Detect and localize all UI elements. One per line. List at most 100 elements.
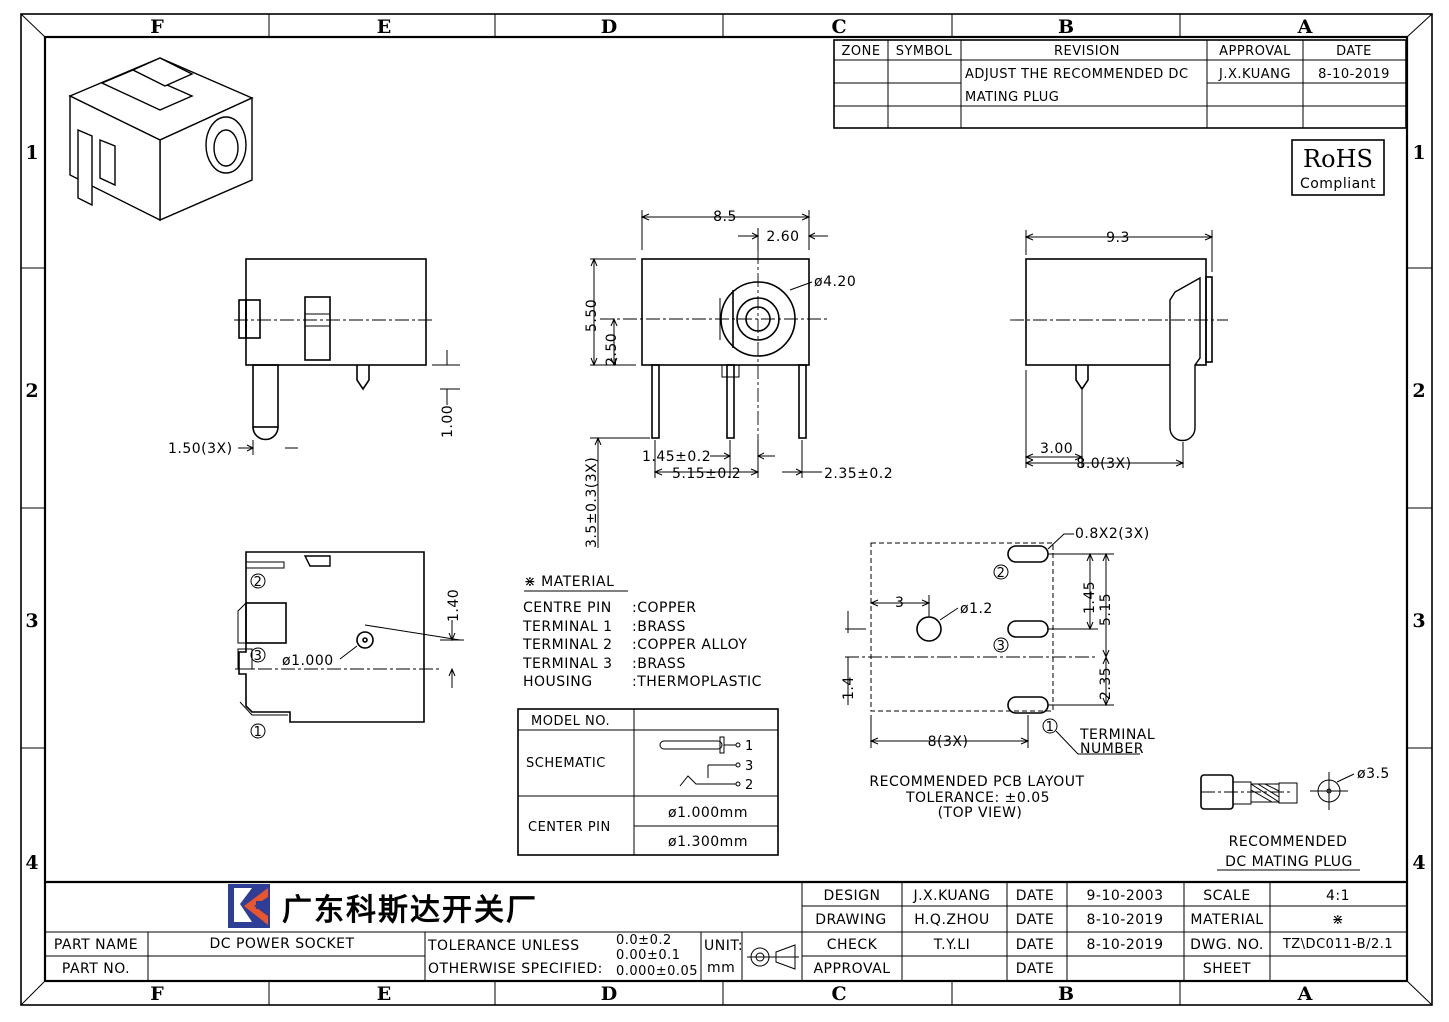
rohs-subtitle: Compliant bbox=[1300, 176, 1376, 192]
pcb-hole-offset: 3 bbox=[895, 595, 904, 611]
material-value-0: :COPPER bbox=[632, 600, 696, 616]
zone-col-d-top: D bbox=[601, 16, 617, 38]
company-logo bbox=[228, 884, 270, 928]
dim-right-pin-offset: 3.00 bbox=[1040, 441, 1073, 457]
center-pin-label: CENTER PIN bbox=[528, 820, 611, 835]
rohs-badge: RoHS Compliant bbox=[1291, 139, 1385, 196]
material-value-2: :COPPER ALLOY bbox=[632, 637, 747, 653]
pcb-terminal-2: 2 bbox=[997, 566, 1006, 581]
check-by: T.Y.LI bbox=[933, 937, 970, 953]
zone-col-c-bottom: C bbox=[831, 983, 846, 1005]
material-value-4: :THERMOPLASTIC bbox=[632, 674, 762, 690]
zone-row-4-right: 4 bbox=[1412, 852, 1425, 874]
dim-front-center-height: 2.50 bbox=[604, 333, 620, 366]
tolerance-value-1: 0.0±0.2 bbox=[616, 933, 672, 948]
schematic-pin-3: 3 bbox=[745, 759, 754, 774]
center-pin-value-1: ø1.000mm bbox=[668, 805, 748, 821]
dim-left-pin-width: 1.50(3X) bbox=[168, 441, 233, 457]
dim-front-width: 8.5 bbox=[713, 209, 737, 225]
part-name-label: PART NAME bbox=[54, 937, 138, 953]
dim-left-pin-tip: 1.00 bbox=[440, 405, 456, 438]
material-part-0: CENTRE PIN bbox=[523, 600, 612, 616]
material-part-2: TERMINAL 2 bbox=[522, 637, 613, 653]
zone-row-2-left: 2 bbox=[25, 380, 38, 402]
rohs-title: RoHS bbox=[1303, 145, 1373, 173]
zone-col-f-top: F bbox=[150, 16, 164, 38]
bottom-terminal-callout-3: 3 bbox=[254, 649, 263, 664]
check-date: 8-10-2019 bbox=[1087, 937, 1164, 953]
rev-header-date: DATE bbox=[1336, 44, 1372, 59]
part-no-label: PART NO. bbox=[62, 961, 130, 977]
design-date: 9-10-2003 bbox=[1087, 888, 1164, 904]
material-list: ⋇ MATERIAL CENTRE PIN :COPPER TERMINAL 1… bbox=[522, 574, 762, 690]
rev-row1-text-2: MATING PLUG bbox=[965, 90, 1059, 105]
tolerance-value-2: 0.00±0.1 bbox=[616, 948, 681, 963]
front-view: 8.5 2.60 ø4.20 5.50 2.50 3.5±0.3(3X) 1.4… bbox=[584, 209, 893, 548]
bottom-terminal-callout-2: 2 bbox=[254, 575, 263, 590]
pcb-caption-1: RECOMMENDED PCB LAYOUT bbox=[869, 774, 1084, 790]
zone-labels: F E D C B A F E D C B A 1 2 3 4 1 2 3 4 bbox=[25, 16, 1425, 1005]
unit-label: UNIT: bbox=[704, 938, 743, 954]
terminal-number-label-1: TERMINAL bbox=[1079, 727, 1155, 743]
dim-front-offset: 2.60 bbox=[766, 229, 799, 245]
company-name: 广东科斯达开关厂 bbox=[282, 893, 538, 928]
mating-plug-caption-2: DC MATING PLUG bbox=[1225, 854, 1353, 870]
pcb-pitch-c: 2.35 bbox=[1098, 667, 1114, 700]
zone-col-a-top: A bbox=[1297, 16, 1313, 38]
terminal-number-label-2: NUMBER bbox=[1080, 741, 1144, 757]
rev-header-approval: APPROVAL bbox=[1219, 44, 1291, 59]
dim-front-hole-dia: ø4.20 bbox=[814, 274, 856, 290]
design-label: DESIGN bbox=[824, 888, 881, 904]
zone-row-3-right: 3 bbox=[1412, 610, 1425, 632]
mating-plug: ø3.5 RECOMMENDED DC MATING PLUG bbox=[1200, 766, 1390, 871]
bottom-terminal-callout-1: 1 bbox=[254, 725, 263, 740]
revision-table: ZONE SYMBOL REVISION APPROVAL DATE ADJUS… bbox=[833, 39, 1407, 129]
dwg-no-label: DWG. NO. bbox=[1190, 937, 1264, 953]
projection-symbol-icon bbox=[747, 944, 799, 970]
pcb-hole-dia: ø1.2 bbox=[960, 601, 993, 617]
dim-pin-length: 3.5±0.3(3X) bbox=[584, 457, 600, 548]
pcb-edge-offset: 1.4 bbox=[841, 676, 857, 700]
material-value: ⋇ bbox=[1332, 912, 1344, 928]
zone-row-1-left: 1 bbox=[25, 142, 38, 164]
zone-col-f-bottom: F bbox=[150, 983, 164, 1005]
schematic-label: SCHEMATIC bbox=[526, 756, 606, 771]
dim-bottom-offset: 1.40 bbox=[446, 589, 462, 622]
drawing-label: DRAWING bbox=[815, 912, 887, 928]
dim-front-height: 5.50 bbox=[584, 299, 600, 332]
dim-right-depth: 9.3 bbox=[1106, 230, 1130, 246]
design-by: J.X.KUANG bbox=[912, 888, 990, 904]
dwg-no-value: TZ\DC011-B/2.1 bbox=[1282, 937, 1393, 952]
pcb-pitch-a: 1.45 bbox=[1082, 581, 1098, 614]
material-value-3: :BRASS bbox=[632, 656, 686, 672]
zone-col-e-top: E bbox=[377, 16, 391, 38]
left-side-view: 1.50(3X) 1.00 bbox=[168, 258, 460, 457]
drawing-frame bbox=[20, 13, 1433, 1006]
rev-row1-date: 8-10-2019 bbox=[1318, 67, 1390, 82]
pcb-terminal-3: 3 bbox=[997, 639, 1006, 654]
rev-header-symbol: SYMBOL bbox=[896, 44, 953, 59]
zone-col-b-bottom: B bbox=[1058, 983, 1074, 1005]
zone-col-b-top: B bbox=[1058, 16, 1074, 38]
right-side-view: 9.3 3.00 8.0(3X) bbox=[1010, 230, 1228, 472]
schematic-pin-1: 1 bbox=[745, 739, 754, 754]
scale-label: SCALE bbox=[1203, 888, 1250, 904]
material-part-4: HOUSING bbox=[523, 674, 593, 690]
drawing-by: H.Q.ZHOU bbox=[914, 912, 990, 928]
zone-row-1-right: 1 bbox=[1412, 142, 1425, 164]
model-table: MODEL NO. SCHEMATIC CENTER PIN 1 3 2 ø1.… bbox=[517, 708, 779, 856]
pcb-pitch-b: 5.15 bbox=[1098, 593, 1114, 626]
material-value-1: :BRASS bbox=[632, 619, 686, 635]
dim-pin-pitch-2: 5.15±0.2 bbox=[672, 466, 741, 482]
pcb-caption-2: TOLERANCE: ±0.05 bbox=[905, 790, 1050, 806]
schematic-symbol: 1 3 2 bbox=[659, 736, 754, 793]
dim-right-pin-span: 8.0(3X) bbox=[1076, 456, 1131, 472]
scale-value: 4:1 bbox=[1326, 888, 1350, 904]
pcb-terminal-1: 1 bbox=[1046, 720, 1055, 735]
zone-col-d-bottom: D bbox=[601, 983, 617, 1005]
rev-header-zone: ZONE bbox=[841, 44, 880, 59]
mating-plug-dia: ø3.5 bbox=[1357, 766, 1390, 782]
check-label: CHECK bbox=[827, 937, 878, 953]
zone-col-a-bottom: A bbox=[1297, 983, 1313, 1005]
